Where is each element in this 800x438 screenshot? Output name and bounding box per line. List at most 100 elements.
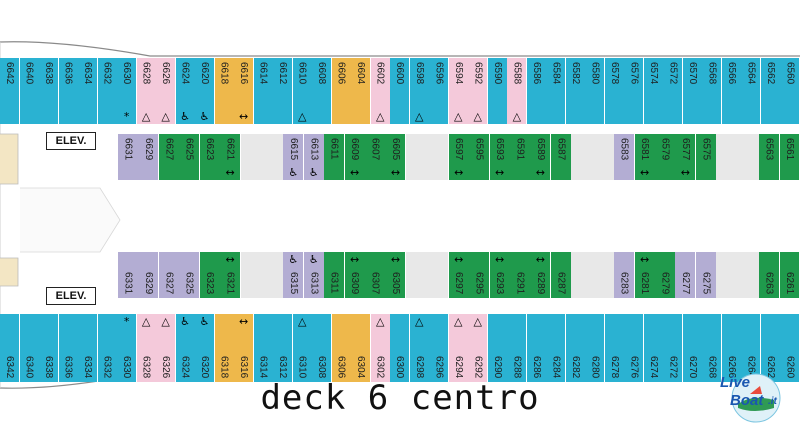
cabin-number: 6579 bbox=[659, 138, 671, 161]
cabin-6263: 6263 bbox=[759, 252, 781, 298]
cabin-number: 6315 bbox=[287, 271, 299, 294]
cabin-number: 6560 bbox=[784, 62, 796, 85]
cabin-number: 6624 bbox=[179, 62, 191, 85]
cabin-6313: 6313 ♿ bbox=[303, 252, 325, 298]
cabin-6589: 6589↔ bbox=[530, 134, 552, 180]
cabin-6570: 6570 bbox=[682, 58, 703, 124]
cabin-number: 6562 bbox=[764, 62, 776, 85]
cabin-number: 6281 bbox=[639, 271, 651, 294]
cabin-number: 6608 bbox=[316, 62, 328, 85]
triangle-icon: △ bbox=[375, 110, 385, 123]
cabin-6584: 6584 bbox=[546, 58, 567, 124]
cabin-6272: 6272 bbox=[663, 314, 684, 382]
cabin-6274: 6274 bbox=[643, 314, 664, 382]
cabin-6581: 6581↔ bbox=[634, 134, 656, 180]
cabin-number: 6263 bbox=[763, 271, 775, 294]
corridor-gap bbox=[240, 134, 284, 180]
wheelchair-icon: ♿ bbox=[199, 315, 210, 328]
cabin-6326: 6326△ bbox=[156, 314, 177, 382]
cabin-number: 6268 bbox=[706, 355, 718, 378]
wheelchair-icon: ♿ bbox=[288, 166, 299, 179]
cabin-number: 6605 bbox=[389, 138, 401, 161]
cabin-6618: 6618 bbox=[214, 58, 235, 124]
cabin-number: 6628 bbox=[140, 62, 152, 85]
corridor-gap bbox=[716, 252, 760, 298]
cabin-number: 6580 bbox=[589, 62, 601, 85]
cabin-6577: 6577↔ bbox=[675, 134, 697, 180]
cabin-6310: 6310△ bbox=[292, 314, 313, 382]
cabin-number: 6340 bbox=[23, 355, 35, 378]
cabin-number: 6300 bbox=[394, 355, 406, 378]
cabin-6564: 6564 bbox=[741, 58, 762, 124]
cabin-6284: 6284 bbox=[546, 314, 567, 382]
cabin-6606: 6606 bbox=[331, 58, 352, 124]
cabin-6582: 6582 bbox=[565, 58, 586, 124]
cabin-number: 6306 bbox=[335, 355, 347, 378]
cabin-6579: 6579 bbox=[655, 134, 676, 180]
cabin-6277: 6277 bbox=[675, 252, 697, 298]
cabin-6560: 6560 bbox=[780, 58, 800, 124]
cabin-6591: 6591 bbox=[510, 134, 531, 180]
cabin-6600: 6600 bbox=[390, 58, 411, 124]
cabin-number: 6578 bbox=[608, 62, 620, 85]
cabin-number: 6589 bbox=[534, 138, 546, 161]
cabin-6334: 6334 bbox=[78, 314, 99, 382]
cabin-6616: 6616↔ bbox=[234, 58, 255, 124]
cabin-number: 6292 bbox=[472, 355, 484, 378]
cabin-number: 6604 bbox=[355, 62, 367, 85]
cabin-number: 6313 bbox=[308, 271, 320, 294]
cabin-6308: 6308 bbox=[312, 314, 333, 382]
cabin-number: 6627 bbox=[163, 138, 175, 161]
cabin-6583: 6583 bbox=[614, 134, 636, 180]
cabin-6598: 6598△ bbox=[409, 58, 430, 124]
cabin-number: 6329 bbox=[142, 271, 154, 294]
cabin-6292: 6292△ bbox=[468, 314, 489, 382]
cabin-number: 6286 bbox=[530, 355, 542, 378]
wheelchair-icon: ♿ bbox=[288, 253, 299, 266]
cabin-6294: 6294△ bbox=[448, 314, 469, 382]
cabin-number: 6598 bbox=[413, 62, 425, 85]
cabin-6631: 6631 bbox=[118, 134, 139, 180]
cabin-number: 6316 bbox=[238, 355, 250, 378]
cabin-number: 6615 bbox=[287, 138, 299, 161]
asterisk-icon: * bbox=[123, 110, 130, 123]
cabin-6307: 6307 bbox=[365, 252, 386, 298]
cabin-number: 6294 bbox=[452, 355, 464, 378]
cabin-number: 6574 bbox=[647, 62, 659, 85]
connecting-arrow-icon: ↔ bbox=[349, 166, 360, 179]
logo-word-boat: Boat bbox=[730, 392, 764, 409]
cabin-number: 6606 bbox=[335, 62, 347, 85]
cabin-number: 6270 bbox=[686, 355, 698, 378]
cabin-6614: 6614 bbox=[253, 58, 274, 124]
cabin-6328: 6328△ bbox=[136, 314, 157, 382]
cabin-number: 6586 bbox=[530, 62, 542, 85]
cabin-6329: 6329 bbox=[138, 252, 160, 298]
cabin-number: 6261 bbox=[784, 271, 796, 294]
cabin-number: 6594 bbox=[452, 62, 464, 85]
cabin-number: 6262 bbox=[764, 355, 776, 378]
connecting-arrow-icon: ↔ bbox=[349, 253, 360, 266]
cabin-6597: 6597↔ bbox=[448, 134, 470, 180]
corridor-gap bbox=[571, 252, 615, 298]
cabin-6572: 6572 bbox=[663, 58, 684, 124]
cabin-number: 6338 bbox=[43, 355, 55, 378]
triangle-icon: △ bbox=[141, 315, 151, 328]
cabin-number: 6298 bbox=[413, 355, 425, 378]
cabin-6304: 6304 bbox=[351, 314, 372, 382]
cabin-6327: 6327 bbox=[158, 252, 180, 298]
triangle-icon: △ bbox=[141, 110, 151, 123]
cabin-6610: 6610△ bbox=[292, 58, 313, 124]
cabin-6275: 6275 bbox=[695, 252, 717, 298]
cabin-6261: 6261 bbox=[779, 252, 800, 298]
wheelchair-icon: ♿ bbox=[308, 253, 319, 266]
cabin-6580: 6580 bbox=[585, 58, 606, 124]
cabin-6298: 6298△ bbox=[409, 314, 430, 382]
cabin-number: 6323 bbox=[204, 271, 216, 294]
connecting-arrow-icon: ↔ bbox=[639, 253, 650, 266]
cabin-number: 6595 bbox=[473, 138, 485, 161]
cabin-6302: 6302△ bbox=[370, 314, 391, 382]
cabin-number: 6288 bbox=[511, 355, 523, 378]
cabin-6608: 6608 bbox=[312, 58, 333, 124]
cabin-number: 6626 bbox=[160, 62, 172, 85]
cabin-6624: 6624♿ bbox=[175, 58, 196, 124]
